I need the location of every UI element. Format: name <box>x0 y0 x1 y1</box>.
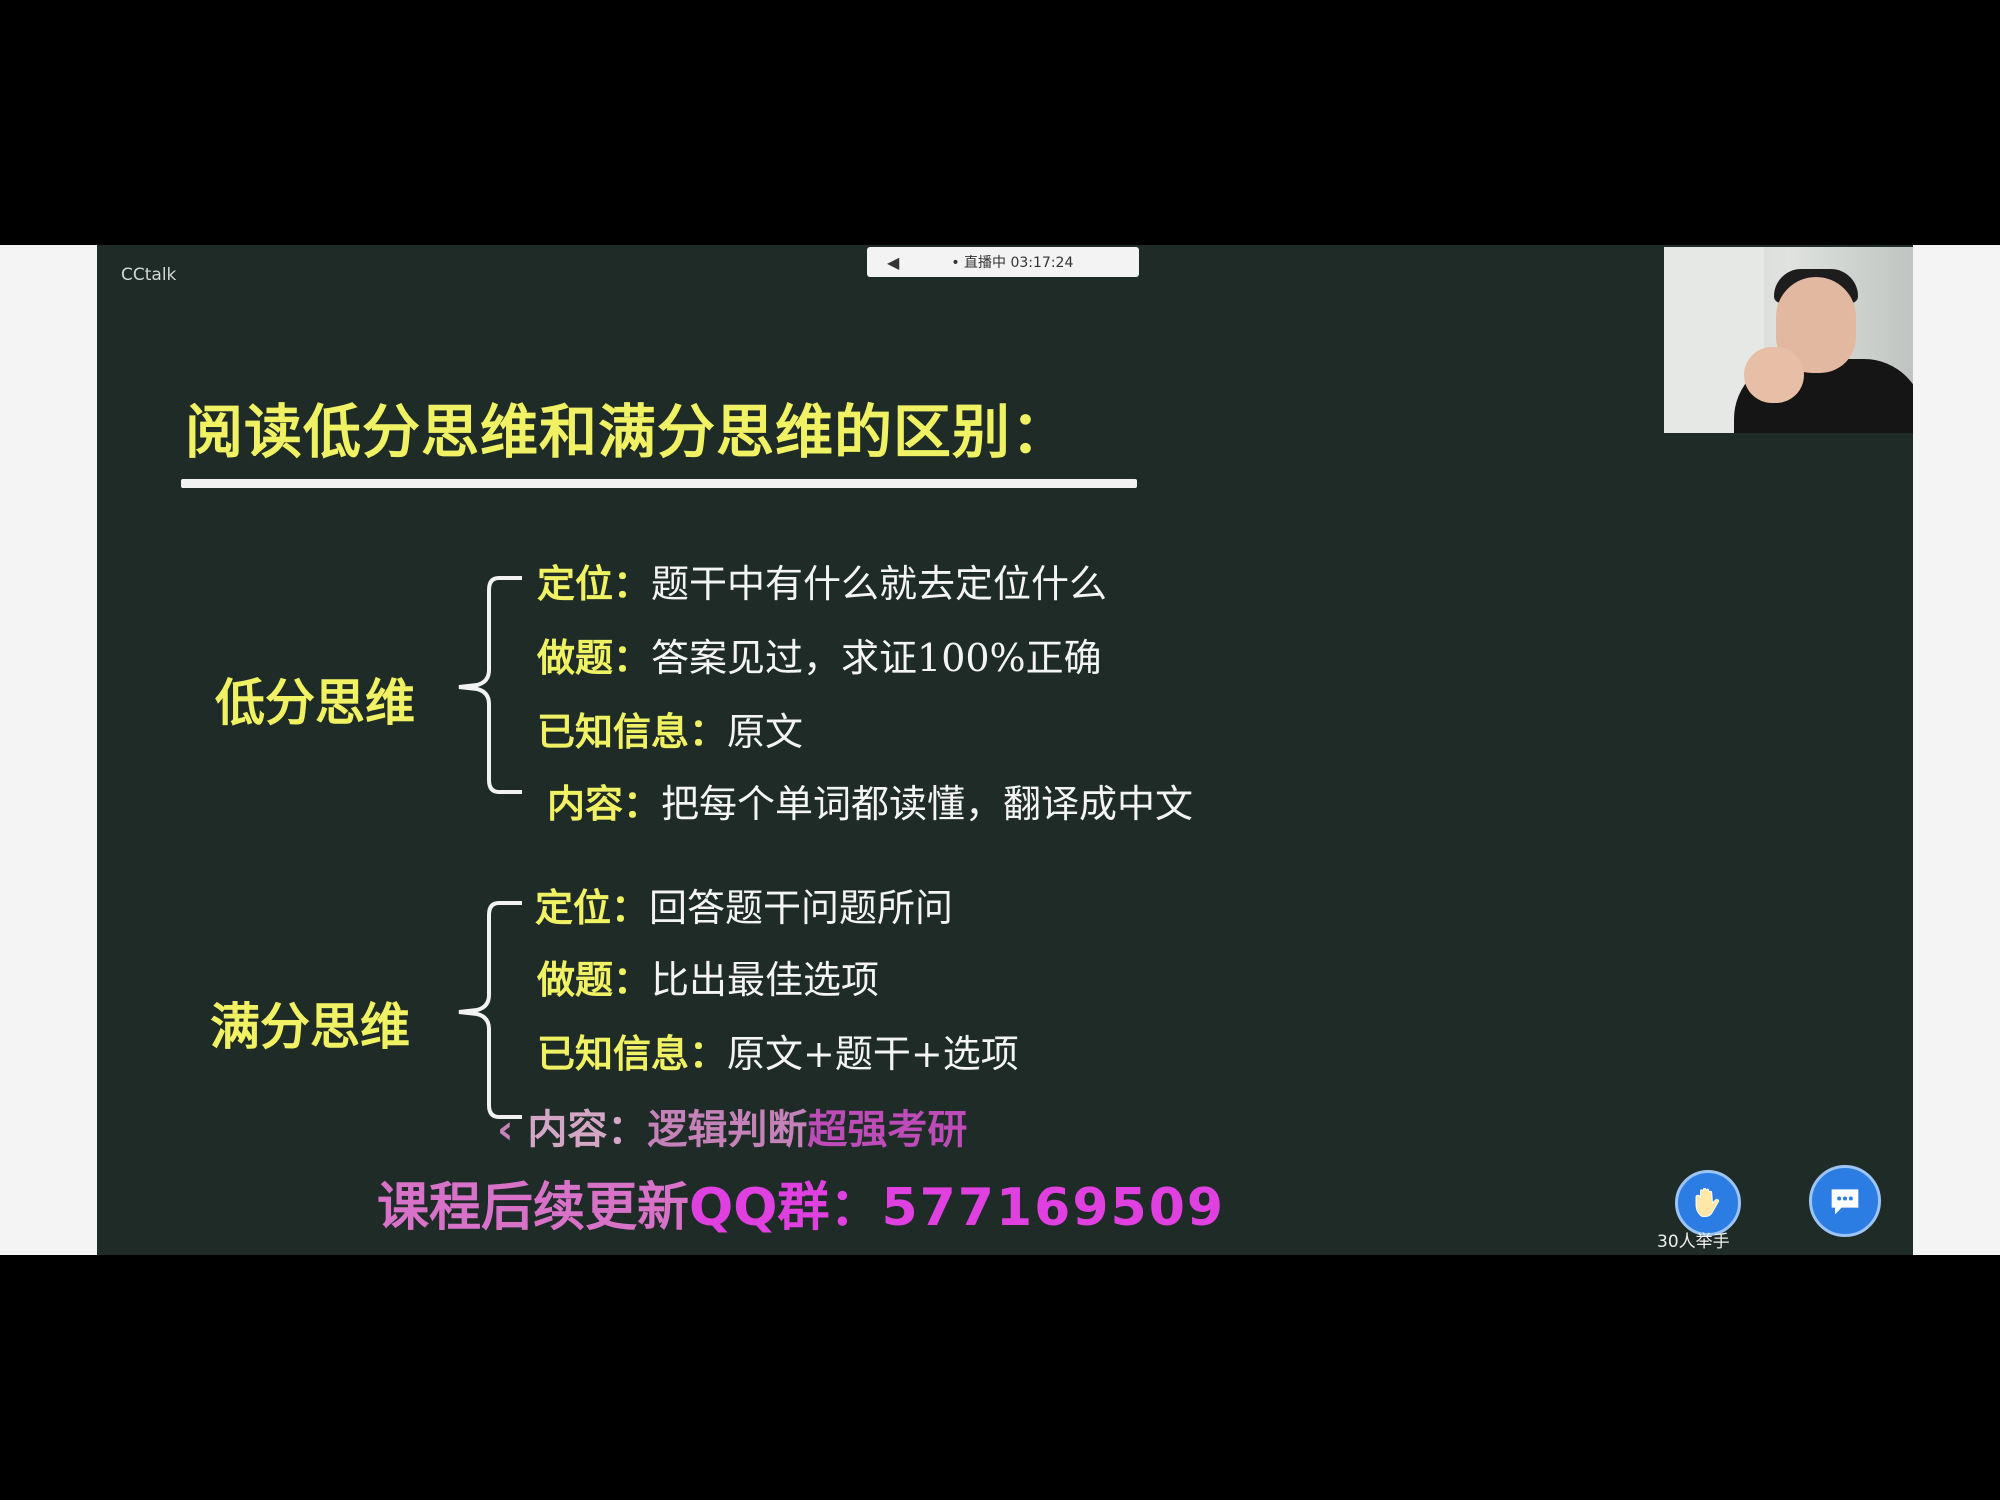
raise-hand-button[interactable] <box>1675 1170 1741 1236</box>
raise-hand-count: 30人举手 <box>1657 1232 1730 1252</box>
live-status-bar[interactable]: ◀ • 直播中 03:17:24 <box>867 247 1139 277</box>
brace-full-score <box>458 901 522 1119</box>
full-score-item-solve: 做题：比出最佳选项 <box>537 958 880 1002</box>
watermark-line-1: ‹ 内容：逻辑判断超强考研 <box>497 1107 968 1153</box>
low-score-item-solve: 做题：答案见过，求证100%正确 <box>537 636 1102 680</box>
chat-bubble-icon <box>1831 1189 1859 1215</box>
hand-icon <box>1695 1187 1720 1217</box>
speaker-icon[interactable]: ◀ <box>887 252 900 272</box>
app-corner-label: CCtalk <box>121 265 177 285</box>
whiteboard-slide: CCtalk ◀ • 直播中 03:17:24 阅读低分思维和满分思维的区别： … <box>97 245 1913 1255</box>
right-white-margin <box>1913 245 2000 1255</box>
teacher-webcam-feed <box>1664 247 1913 433</box>
live-status-text: • 直播中 03:17:24 <box>951 255 1074 271</box>
low-score-item-locate: 定位：题干中有什么就去定位什么 <box>537 562 1108 606</box>
full-score-item-known-info: 已知信息：原文+题干+选项 <box>537 1032 1019 1076</box>
group-label-low-score: 低分思维 <box>215 674 415 732</box>
title-underline <box>181 479 1137 488</box>
low-score-item-known-info: 已知信息：原文 <box>537 710 804 754</box>
left-white-margin <box>0 245 97 1255</box>
full-score-item-locate: 定位：回答题干问题所问 <box>535 886 954 930</box>
low-score-item-content: 内容：把每个单词都读懂，翻译成中文 <box>547 782 1194 826</box>
slide-title: 阅读低分思维和满分思维的区别： <box>185 398 1071 466</box>
group-label-full-score: 满分思维 <box>210 998 410 1056</box>
watermark-line-2: 课程后续更新QQ群：577169509 <box>377 1178 1226 1238</box>
brace-low-score <box>458 576 522 794</box>
chat-button[interactable] <box>1809 1165 1881 1237</box>
